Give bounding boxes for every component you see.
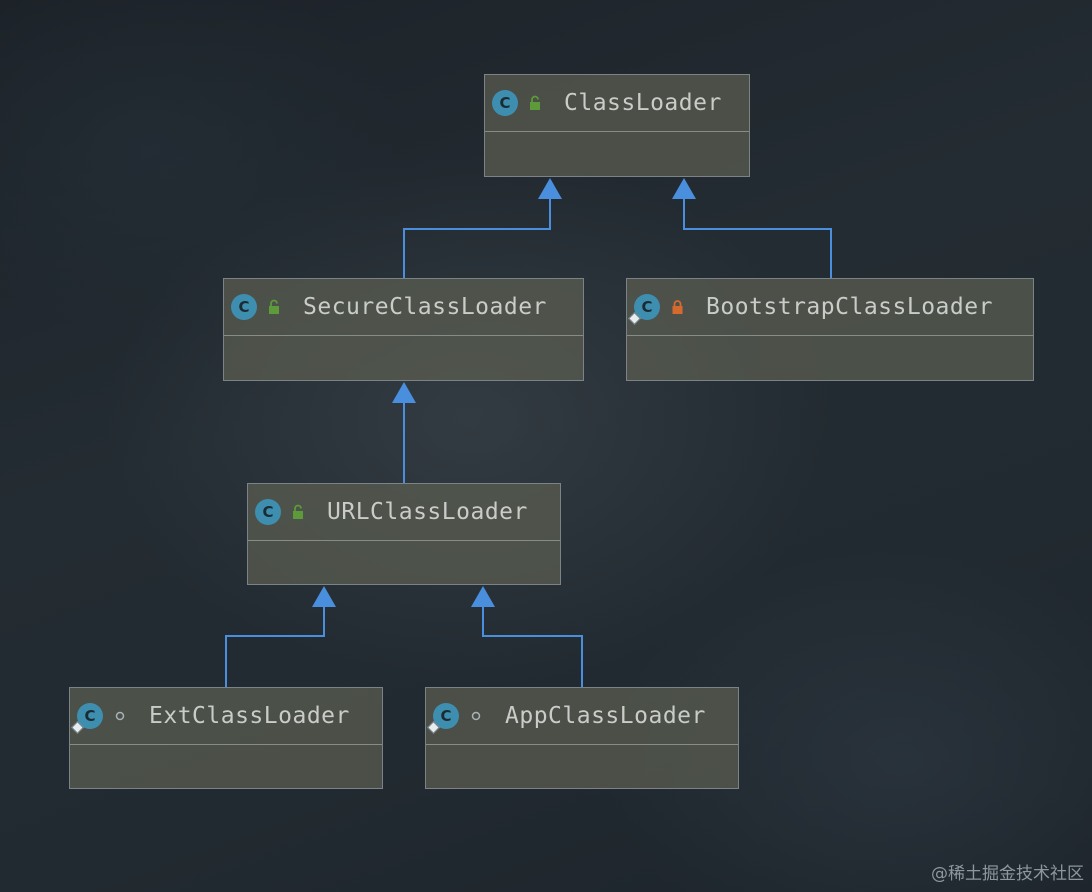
node-label: URLClassLoader xyxy=(327,499,528,525)
watermark: @稀土掘金技术社区 xyxy=(931,864,1084,884)
node-label: AppClassLoader xyxy=(505,703,706,729)
class-icon: C xyxy=(255,499,281,525)
private-lock-icon xyxy=(672,300,683,314)
package-dot-icon xyxy=(471,711,481,721)
pin-icon xyxy=(71,721,84,734)
node-ext-classloader[interactable]: C ExtClassLoader xyxy=(69,687,383,789)
inheritance-arrowhead xyxy=(392,382,416,403)
class-icon: C xyxy=(628,294,660,325)
inheritance-arrowhead xyxy=(672,178,696,199)
public-lock-icon xyxy=(530,95,540,110)
inheritance-arrowhead xyxy=(471,586,495,607)
node-header: C ClassLoader xyxy=(485,75,749,132)
node-header: C BootstrapClassLoader xyxy=(627,279,1033,336)
public-lock-icon xyxy=(269,299,279,314)
edge-bootstrap-to-classloader xyxy=(683,199,832,278)
node-bootstrap-classloader[interactable]: C BootstrapClassLoader xyxy=(626,278,1034,381)
edge-app-to-url xyxy=(482,607,583,687)
node-header: C SecureClassLoader xyxy=(224,279,583,336)
class-icon: C xyxy=(231,294,257,320)
node-classloader[interactable]: C ClassLoader xyxy=(484,74,750,177)
inheritance-arrowhead xyxy=(538,178,562,199)
node-label: BootstrapClassLoader xyxy=(706,294,993,320)
package-dot-icon xyxy=(115,711,125,721)
node-label: ClassLoader xyxy=(564,90,722,116)
edge-secure-to-classloader xyxy=(403,199,551,278)
node-header: C URLClassLoader xyxy=(248,484,560,541)
node-header: C AppClassLoader xyxy=(426,688,738,745)
abstract-class-icon: C xyxy=(492,90,518,116)
node-label: SecureClassLoader xyxy=(303,294,547,320)
pin-icon xyxy=(628,312,641,325)
pin-icon xyxy=(427,721,440,734)
public-lock-icon xyxy=(293,504,303,519)
inheritance-arrowhead xyxy=(312,586,336,607)
node-header: C ExtClassLoader xyxy=(70,688,382,745)
class-icon: C xyxy=(427,703,459,734)
node-app-classloader[interactable]: C AppClassLoader xyxy=(425,687,739,789)
node-label: ExtClassLoader xyxy=(149,703,350,729)
node-url-classloader[interactable]: C URLClassLoader xyxy=(247,483,561,585)
edge-ext-to-url xyxy=(225,607,325,687)
class-icon: C xyxy=(71,703,103,734)
node-secure-classloader[interactable]: C SecureClassLoader xyxy=(223,278,584,381)
